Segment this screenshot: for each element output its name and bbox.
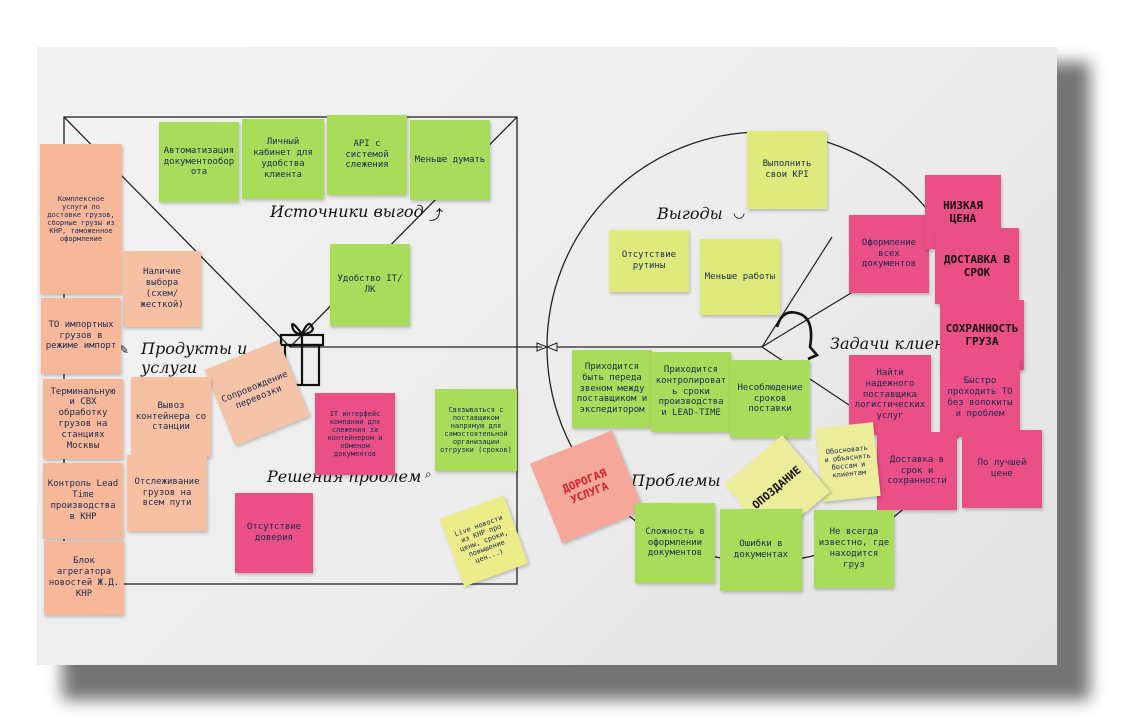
sticky-note[interactable]: Несоблюдение сроков поставки <box>730 360 810 438</box>
trend-up-icon: ⤴ <box>429 208 443 224</box>
sticky-note[interactable]: Автоматизация документооборота <box>159 122 239 202</box>
sticky-note[interactable]: Комплексное услуги по доставке грузов, с… <box>40 144 122 294</box>
sticky-note[interactable]: Доставка в срок и сохранности <box>877 432 957 510</box>
sticky-note[interactable]: Приходится контролировать сроки производ… <box>651 352 731 432</box>
sticky-note[interactable]: Не всегда известно, где находится груз <box>814 510 894 588</box>
sticky-note[interactable]: IT интерфейс компании для слежения за ко… <box>315 393 395 475</box>
label-pains: Проблемы <box>631 471 721 490</box>
sticky-note[interactable]: Терминальную и СВХ обработку грузов на с… <box>43 379 123 459</box>
sticky-note[interactable]: Контроль Lead Time производства в КНР <box>43 463 123 539</box>
smile-icon: ◡ <box>733 205 746 221</box>
sticky-note[interactable]: По лучшей цене <box>962 430 1042 508</box>
sticky-note[interactable]: Приходится быть переда звеном между пост… <box>572 350 652 428</box>
sticky-note[interactable]: Отслеживание грузов на всем пути <box>127 455 207 531</box>
sticky-note[interactable]: Меньше работы <box>700 239 780 315</box>
label-products-services: Продукты и услуги <box>141 339 248 378</box>
label-customer-jobs: Задачи клиен <box>830 334 945 353</box>
gift-box-icon <box>279 322 325 387</box>
sticky-note[interactable]: Выполнить свои KPI <box>747 131 827 209</box>
sticky-note[interactable]: Сложность в оформлении документов <box>635 503 715 583</box>
sticky-note[interactable]: ДОСТАВКА В СРОК <box>935 228 1019 304</box>
sticky-note[interactable]: Меньше думать <box>410 120 490 200</box>
sticky-note[interactable]: API с системой слежения <box>327 115 407 195</box>
label-gains: Выгоды <box>657 204 723 223</box>
sticky-note[interactable]: СОХРАННОСТЬ ГРУЗА <box>940 300 1024 370</box>
sticky-note[interactable]: Найти надежного поставщика логистических… <box>849 355 931 435</box>
sticky-note[interactable]: Вывоз контейнера со станции <box>131 377 211 457</box>
sticky-note[interactable]: Оформление всех документов <box>849 215 929 293</box>
sticky-note[interactable]: Отсутствие доверия <box>235 493 313 573</box>
face-profile-icon <box>775 311 820 361</box>
label-gain-creators: Источники выгод <box>270 202 424 221</box>
sticky-note[interactable]: Наличие выбора (схем/жесткой) <box>123 251 201 327</box>
sticky-note[interactable]: Личный кабинет для удобства клиента <box>242 119 324 199</box>
whiteboard: ⤴ ✎ ⌕ ◡ Источники выгод Продукты и услуг… <box>37 47 1057 665</box>
sticky-note[interactable]: Удобство IT/ЛК <box>330 244 410 326</box>
sticky-note[interactable]: Блок агрегатора новостей Ж.Д. КНР <box>44 541 124 615</box>
sticky-note[interactable]: Отсутствие рутины <box>609 230 689 292</box>
sticky-note[interactable]: Связываться с поставщиком напрямую для с… <box>435 389 517 471</box>
pen-icon: ✎ <box>119 343 130 357</box>
sticky-note[interactable]: ТО импортных грузов в режиме импорт <box>41 298 121 374</box>
sticky-note[interactable]: Быстро проходить ТО без волокиты и пробл… <box>940 359 1020 437</box>
mouse-icon: ⌕ <box>425 467 432 481</box>
sticky-note[interactable]: Ошибки в документах <box>720 509 802 591</box>
